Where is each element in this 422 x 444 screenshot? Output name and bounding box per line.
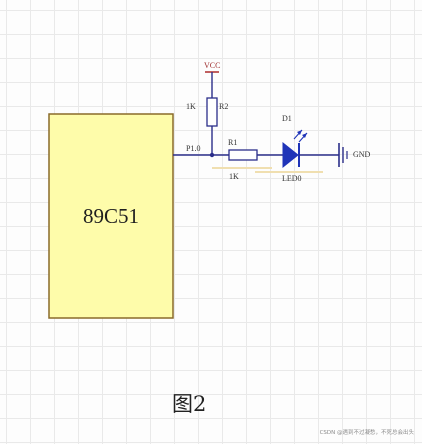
- chip-body: [48, 113, 174, 319]
- pin-label: P1.0: [186, 144, 201, 153]
- watermark: CSDN @遇到不过凝愁，不死总会出头: [319, 430, 414, 436]
- r1-designator: R1: [228, 138, 238, 147]
- r2-value: 1K: [186, 102, 196, 111]
- led-highlight: [255, 171, 323, 173]
- resistor-r2: [206, 97, 218, 127]
- vcc-label: VCC: [204, 61, 221, 70]
- led-triangle: [282, 141, 299, 169]
- led-arrowhead-2: [302, 133, 307, 138]
- resistor-r1: [228, 149, 258, 161]
- figure-caption: 图2: [172, 392, 207, 416]
- wire-highlight: [212, 167, 272, 169]
- gnd-label: GND: [353, 150, 371, 159]
- led-arrowhead-1: [297, 130, 302, 135]
- r1-value: 1K: [229, 172, 239, 181]
- led-designator: D1: [282, 114, 292, 123]
- r2-designator: R2: [219, 102, 229, 111]
- led-name: LED0: [282, 174, 302, 183]
